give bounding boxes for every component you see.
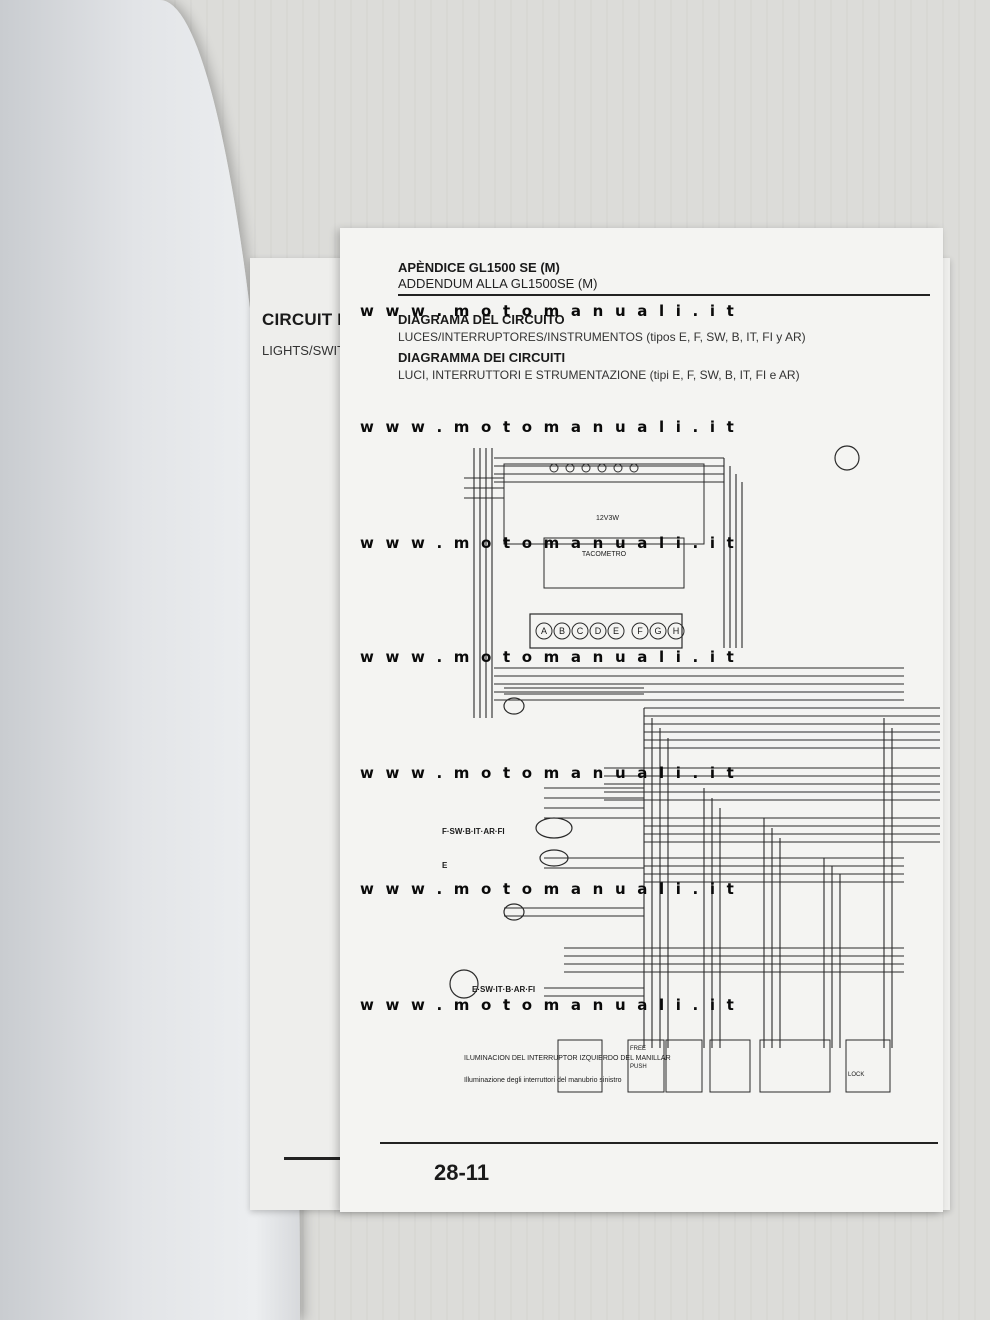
addendum-title-es: APÈNDICE GL1500 SE (M) <box>398 260 560 275</box>
connector-label-f: F <box>637 626 643 636</box>
headlight-type-e-label: E <box>442 861 448 870</box>
switch-free-label: FREE <box>630 1046 646 1052</box>
diagram-subtitle-it: LUCI, INTERRUTTORI E STRUMENTAZIONE (tip… <box>398 368 800 382</box>
addendum-title-it: ADDENDUM ALLA GL1500SE (M) <box>398 276 598 291</box>
header-rule <box>398 294 930 296</box>
tachometer-label: TACOMETRO <box>582 551 627 558</box>
connector-label-g: G <box>654 626 661 636</box>
diagram-heading-it: DIAGRAMMA DEI CIRCUITI <box>398 350 566 365</box>
underlying-page-subtitle: LIGHTS/SWITCHES <box>262 343 352 358</box>
switch-lock-label: LOCK <box>848 1072 864 1078</box>
watermark-4: w w w . m o t o m a n u a l i . i t <box>360 648 737 666</box>
diagram-wires <box>464 448 940 1048</box>
turn-signal-bulbs <box>449 445 860 999</box>
bulb-rating-label: 12V3W <box>596 515 619 522</box>
watermark-7: w w w . m o t o m a n u a l i . i t <box>360 996 737 1014</box>
connector-label-c: C <box>577 626 584 636</box>
insert-page <box>340 228 943 1212</box>
connector-label-d: D <box>595 626 602 636</box>
left-switch-label-it: Illuminazione degli interruttori del man… <box>464 1077 622 1084</box>
watermark-3: w w w . m o t o m a n u a l i . i t <box>360 534 737 552</box>
headlight-type-label: F·SW·B·IT·AR·FI <box>442 827 505 836</box>
watermark-5: w w w . m o t o m a n u a l i . i t <box>360 764 737 782</box>
handlebar-switches <box>557 1039 891 1093</box>
connector-block <box>529 613 685 649</box>
instrument-module <box>503 463 705 589</box>
diagram-subtitle-es: LUCES/INTERRUPTORES/INSTRUMENTOS (tipos … <box>398 330 806 344</box>
connector-label-h: H <box>673 626 680 636</box>
left-switch-label-es: ILUMINACION DEL INTERRUPTOR IZQUIERDO DE… <box>464 1055 671 1062</box>
watermark-6: w w w . m o t o m a n u a l i . i t <box>360 880 737 898</box>
horn-type-label: E·SW·IT·B·AR·FI <box>472 985 535 994</box>
diagram-heading-es: DIAGRAMA DEL CIRCUITO <box>398 312 565 327</box>
page-number: 28-11 <box>434 1160 490 1185</box>
wiring-diagram: A B C D E F G H TACOMETRO 12V3W F·SW·B·I… <box>442 445 940 1093</box>
connector-label-e: E <box>613 626 619 636</box>
watermark-2: w w w . m o t o m a n u a l i . i t <box>360 418 737 436</box>
connector-label-b: B <box>559 626 565 636</box>
underlying-page-title: CIRCUIT DIAGRAM <box>262 310 354 329</box>
footer-rule <box>380 1142 938 1144</box>
underlying-page-rule <box>284 1157 364 1160</box>
connector-label-a: A <box>541 626 547 636</box>
switch-push-label: PUSH <box>630 1064 647 1070</box>
watermark-1: w w w . m o t o m a n u a l i . i t <box>360 302 737 320</box>
